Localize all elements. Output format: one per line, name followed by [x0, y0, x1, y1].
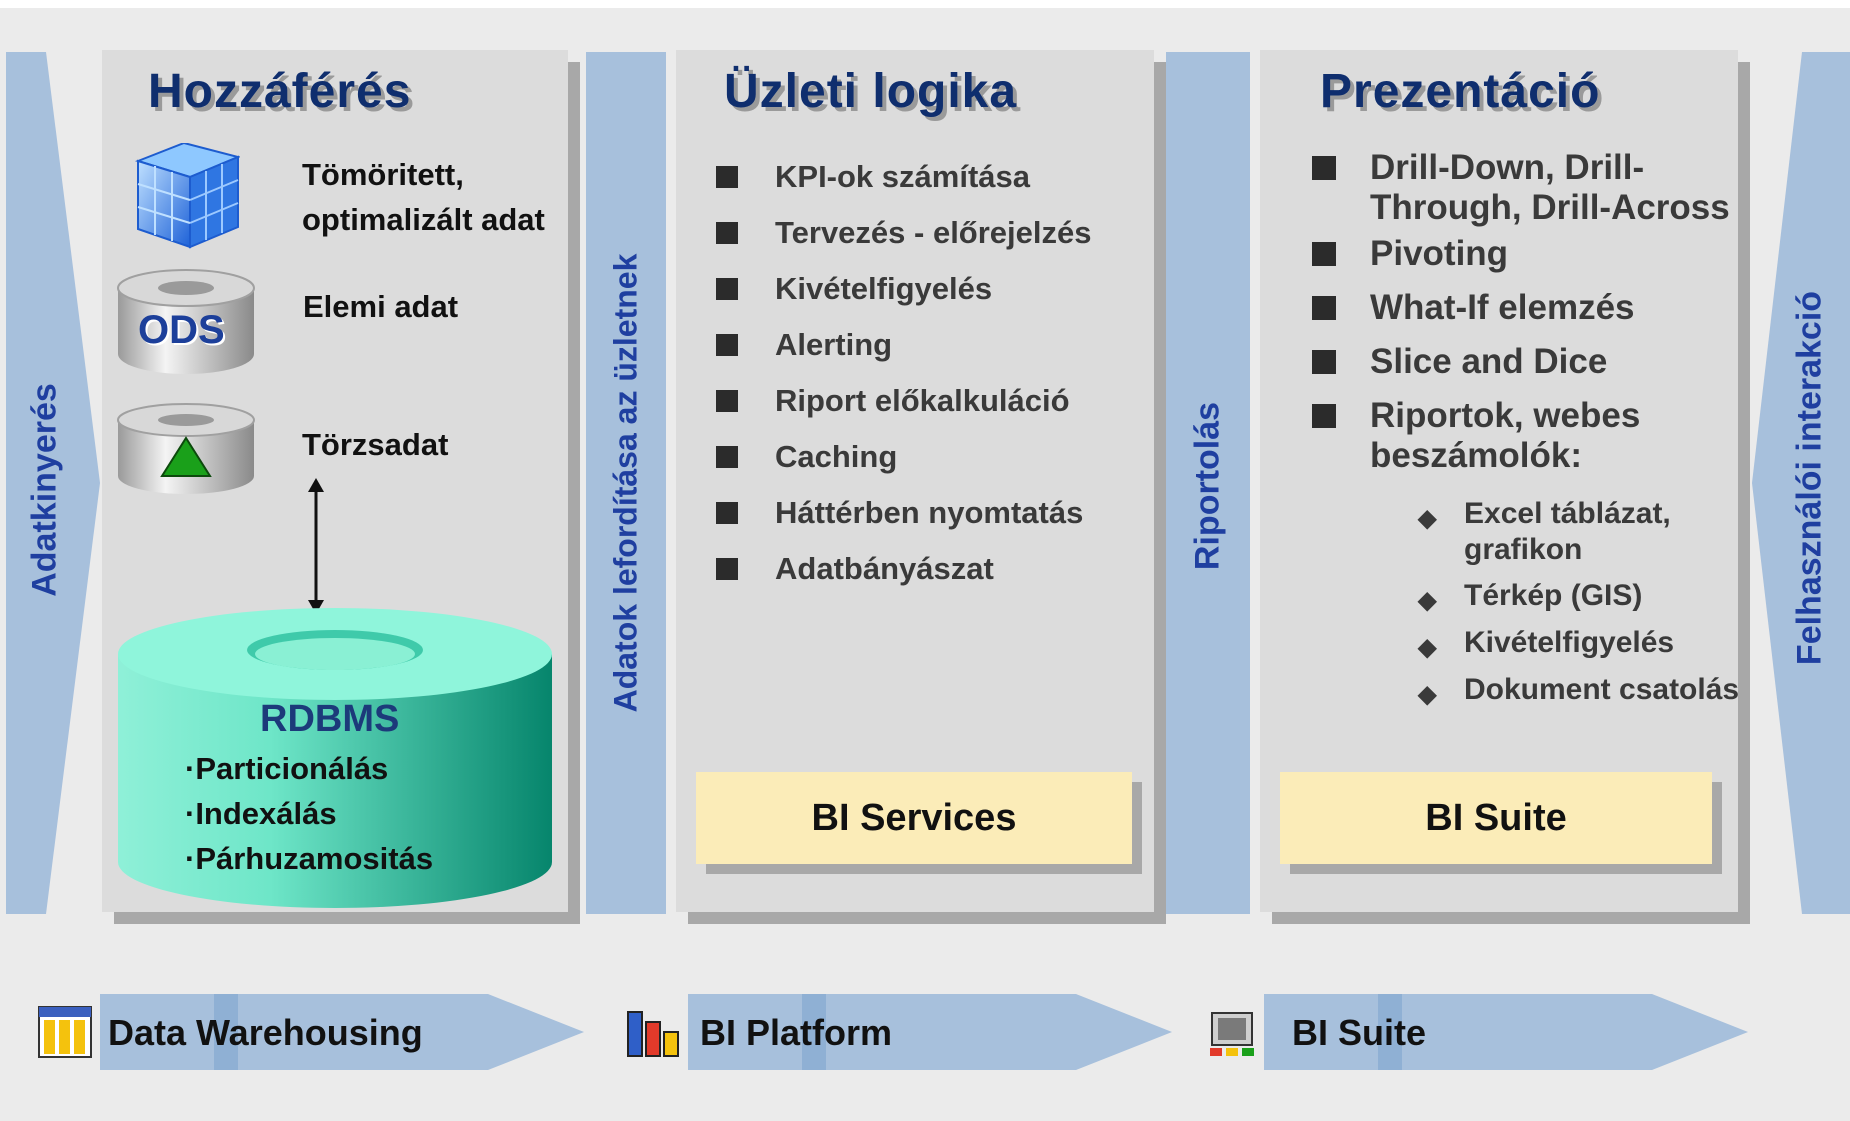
- bottom-label-data-warehousing: Data Warehousing: [108, 1012, 423, 1053]
- logic-item: Riport előkalkuláció: [716, 378, 1092, 434]
- presentation-item: Slice and Dice: [1310, 342, 1730, 396]
- presentation-item: Riportok, webes beszámolók:: [1310, 396, 1730, 486]
- data-warehouse-icon: [38, 1006, 92, 1058]
- rdbms-item-partitioning: ·Particionálás: [185, 751, 389, 786]
- square-bullet-icon: [716, 558, 738, 580]
- compressed-data-label-line1: Tömöritett,: [302, 157, 464, 192]
- rdbms-item-indexing: ·Indexálás: [185, 796, 337, 831]
- olap-cube-icon: [134, 143, 240, 249]
- square-bullet-icon: [716, 334, 738, 356]
- bi-suite-box: BI Suite: [1280, 772, 1712, 864]
- panel-business-logic-title: Üzleti logika: [724, 65, 1018, 118]
- panel-presentation-title: Prezentáció: [1320, 65, 1601, 118]
- presentation-sublist: ◆ Excel táblázat, grafikon ◆ Térkép (GIS…: [1418, 496, 1739, 719]
- square-bullet-icon: [1312, 296, 1336, 320]
- panel-business-logic: [676, 50, 1154, 912]
- square-bullet-icon: [716, 390, 738, 412]
- presentation-subitem: ◆ Kivételfigyelés: [1418, 625, 1739, 672]
- flow-label-interaction: Felhasználói interakció: [1790, 290, 1829, 666]
- ods-database-icon: [117, 269, 255, 374]
- presentation-subitem: ◆ Excel táblázat, grafikon: [1418, 497, 1671, 566]
- compressed-data-label-line2: optimalizált adat: [302, 202, 545, 237]
- logic-item: Tervezés - előrejelzés: [716, 210, 1092, 266]
- square-bullet-icon: [1312, 242, 1336, 266]
- square-bullet-icon: [1312, 404, 1336, 428]
- diamond-bullet-icon: ◆: [1418, 505, 1437, 532]
- panel-access-title: Hozzáférés: [148, 65, 412, 118]
- presentation-subitem: ◆ Térkép (GIS): [1418, 578, 1739, 625]
- bottom-label-bi-platform: BI Platform: [700, 1012, 893, 1053]
- logic-item: Háttérben nyomtatás: [716, 490, 1092, 546]
- logic-item: Caching: [716, 434, 1092, 490]
- square-bullet-icon: [716, 166, 738, 188]
- flow-arrow-extract: [6, 52, 100, 914]
- rdbms-item-parallel: ·Párhuzamositás: [185, 841, 434, 876]
- flow-label-extract: Adatkinyerés: [25, 383, 64, 597]
- square-bullet-icon: [716, 278, 738, 300]
- double-arrow-icon: [308, 478, 324, 614]
- square-bullet-icon: [1312, 350, 1336, 374]
- logic-item: Alerting: [716, 322, 1092, 378]
- square-bullet-icon: [1312, 156, 1336, 180]
- elemental-data-label: Elemi adat: [303, 289, 459, 324]
- diamond-bullet-icon: ◆: [1418, 634, 1437, 661]
- bi-services-box: BI Services: [696, 772, 1132, 864]
- square-bullet-icon: [716, 446, 738, 468]
- square-bullet-icon: [716, 502, 738, 524]
- rdbms-database-icon: [118, 608, 552, 908]
- chevron-bi-suite: [1264, 994, 1748, 1070]
- diamond-bullet-icon: ◆: [1418, 587, 1437, 614]
- panel-presentation: [1260, 50, 1738, 912]
- presentation-item: Pivoting: [1310, 234, 1730, 288]
- flow-label-translate: Adatok lefordítása az üzletnek: [607, 253, 644, 713]
- master-data-icon: [117, 403, 255, 494]
- flow-arrow-interaction: [1752, 52, 1850, 914]
- presentation-list: Drill-Down, Drill- Through, Drill-Across…: [1310, 148, 1730, 486]
- chevron-bi-platform: [688, 994, 1172, 1070]
- flow-band-translate: [586, 52, 666, 914]
- presentation-item: What-If elemzés: [1310, 288, 1730, 342]
- flow-band-report: [1166, 52, 1250, 914]
- bi-platform-icon: [627, 1011, 679, 1057]
- master-data-label: Törzsadat: [302, 427, 449, 462]
- chevron-data-warehousing: [100, 994, 584, 1070]
- logic-item: Adatbányászat: [716, 546, 1092, 602]
- logic-item: KPI-ok számítása: [716, 154, 1092, 210]
- bottom-label-bi-suite: BI Suite: [1292, 1012, 1427, 1053]
- diamond-bullet-icon: ◆: [1418, 681, 1437, 708]
- logic-item: Kivételfigyelés: [716, 266, 1092, 322]
- bi-suite-monitor-icon: [1210, 1012, 1254, 1056]
- presentation-subitem: ◆ Dokument csatolás: [1418, 672, 1739, 719]
- square-bullet-icon: [716, 222, 738, 244]
- rdbms-title: RDBMS: [260, 698, 400, 740]
- ods-badge: ODS: [138, 308, 225, 352]
- presentation-item: Drill-Down, Drill- Through, Drill-Across: [1310, 148, 1730, 234]
- flow-label-report: Riportolás: [1188, 401, 1227, 571]
- business-logic-list: KPI-ok számítása Tervezés - előrejelzés …: [716, 154, 1092, 602]
